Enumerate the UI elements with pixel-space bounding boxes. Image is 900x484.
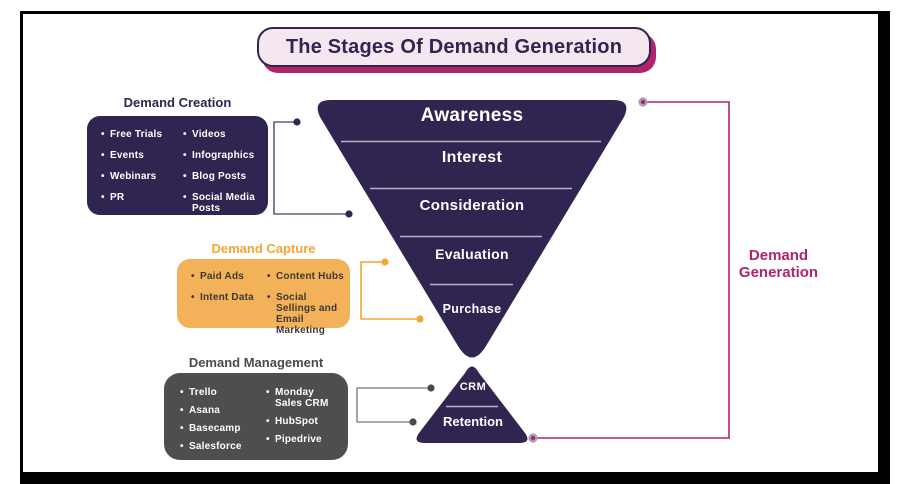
demand-creation-box: Free Trials Events Webinars PR Videos In… [87, 116, 268, 215]
connector-dot [293, 118, 301, 126]
demand-capture-box: Paid Ads Intent Data Content Hubs Social… [177, 259, 350, 336]
list-item: Webinars [101, 171, 183, 182]
list-item: PR [101, 192, 183, 203]
demand-capture-heading: Demand Capture [211, 241, 316, 256]
demand-management-heading: Demand Management [188, 355, 324, 370]
demand-generation-label-line1: Demand [748, 247, 809, 264]
funnel-shape [317, 100, 627, 358]
list-item: Free Trials [101, 129, 183, 140]
retention-triangle-shape [416, 366, 528, 443]
management-connector-line [356, 387, 431, 423]
list-item: Salesforce [180, 441, 266, 452]
management-column-1: Trello Asana Basecamp Salesforce [180, 387, 266, 452]
list-item: Basecamp [180, 423, 266, 434]
creation-connector-line [273, 121, 349, 215]
demand-creation-heading: Demand Creation [123, 95, 232, 110]
capture-connector-line [360, 261, 420, 320]
list-item: Monday Sales CRM [266, 387, 344, 409]
funnel-stage-awareness: Awareness [420, 105, 524, 126]
connector-dot [409, 418, 417, 426]
capture-column-1: Paid Ads Intent Data [191, 271, 267, 322]
management-column-2: Monday Sales CRM HubSpot Pipedrive [266, 387, 344, 452]
demand-generation-label: Demand Generation [728, 247, 829, 281]
list-item: Intent Data [191, 292, 267, 303]
demand-generation-label-line2: Generation [738, 264, 819, 281]
connector-dot [345, 210, 353, 218]
connector-dot [427, 384, 435, 392]
list-item: Infographics [183, 150, 262, 161]
list-item: Blog Posts [183, 171, 262, 182]
list-item: Pipedrive [266, 434, 344, 445]
funnel-stage-interest: Interest [441, 149, 503, 166]
funnel-stage-consideration: Consideration [419, 197, 525, 214]
list-item: Paid Ads [191, 271, 267, 282]
list-item: Events [101, 150, 183, 161]
generation-connector-line [533, 101, 730, 439]
stage-crm: CRM [459, 381, 487, 393]
list-item: Social Sellings and Email Marketing [267, 292, 346, 336]
page-title: The Stages Of Demand Generation [285, 35, 623, 58]
title-box: The Stages Of Demand Generation [257, 27, 651, 67]
demand-management-box: Trello Asana Basecamp Salesforce Monday … [164, 373, 348, 460]
connector-ring-dot [528, 433, 538, 443]
connector-ring-dot [638, 97, 648, 107]
list-item: Trello [180, 387, 266, 398]
creation-column-2: Videos Infographics Blog Posts Social Me… [183, 129, 262, 214]
list-item: Asana [180, 405, 266, 416]
funnel-stage-evaluation: Evaluation [435, 246, 509, 262]
creation-column-1: Free Trials Events Webinars PR [101, 129, 183, 207]
capture-column-2: Content Hubs Social Sellings and Email M… [267, 271, 346, 336]
list-item: Content Hubs [267, 271, 346, 282]
connector-dot [416, 315, 424, 323]
list-item: Social Media Posts [183, 192, 262, 214]
funnel-stage-purchase: Purchase [442, 302, 502, 316]
stage-retention: Retention [443, 414, 503, 429]
connector-dot [381, 258, 389, 266]
list-item: HubSpot [266, 416, 344, 427]
list-item: Videos [183, 129, 262, 140]
